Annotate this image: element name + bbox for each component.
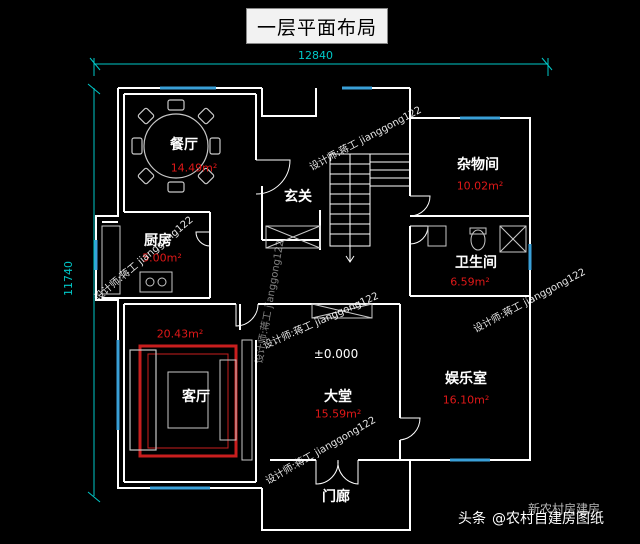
area-label-entertainment: 16.10m² bbox=[442, 393, 490, 407]
interior-walls bbox=[102, 93, 530, 483]
footer-handle: @农村自建房图纸 bbox=[492, 511, 604, 527]
room-label-hall: 大堂 bbox=[324, 389, 352, 405]
windows bbox=[94, 86, 532, 490]
width-dimension: 12840 bbox=[298, 49, 333, 62]
room-label-living: 客厅 bbox=[182, 389, 210, 405]
area-label-bathroom: 6.59m² bbox=[450, 275, 490, 289]
room-label-bathroom: 卫生间 bbox=[455, 255, 497, 271]
doors bbox=[195, 159, 431, 485]
area-label-kitchen: 5.00m² bbox=[142, 251, 182, 265]
room-label-entertainment: 娱乐室 bbox=[445, 371, 487, 387]
room-label-kitchen: 厨房 bbox=[144, 233, 172, 249]
plan-title: 一层平面布局 bbox=[246, 8, 388, 44]
living-room-furniture bbox=[129, 339, 253, 461]
cabinets bbox=[265, 225, 373, 319]
room-label-dining: 餐厅 bbox=[170, 137, 198, 153]
footer-source: 头条 bbox=[458, 511, 486, 527]
elevation-mark: ±0.000 bbox=[313, 347, 359, 361]
dining-table bbox=[131, 99, 221, 193]
area-label-hall: 15.59m² bbox=[314, 407, 362, 421]
footer-overlay-text: 新农村房建房 bbox=[528, 502, 601, 516]
height-dimension: 11740 bbox=[62, 261, 75, 296]
area-label-living: 20.43m² bbox=[156, 327, 204, 341]
room-label-storage: 杂物间 bbox=[457, 157, 499, 173]
staircase bbox=[329, 153, 410, 263]
source-footer: 头条 @农村自建房图纸 bbox=[458, 508, 604, 528]
bathroom-fixtures bbox=[427, 225, 527, 253]
area-label-dining: 14.49m² bbox=[170, 161, 218, 175]
room-label-foyer: 玄关 bbox=[284, 189, 312, 205]
kitchen-counter bbox=[101, 225, 173, 295]
dimension-lines bbox=[87, 57, 553, 503]
room-label-porch: 门廊 bbox=[322, 489, 350, 505]
area-label-storage: 10.02m² bbox=[456, 179, 504, 193]
